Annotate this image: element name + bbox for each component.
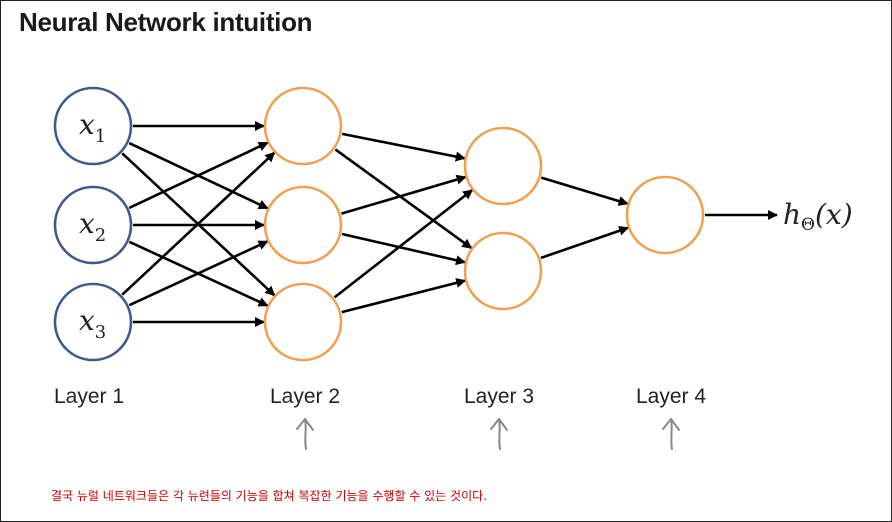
caption-note: 결국 뉴럴 네트워크들은 각 뉴련들의 기능을 합쳐 복잡한 기능을 수행할 수… (51, 489, 487, 503)
edge-l3n2-l4n1 (540, 225, 630, 260)
edge-l1n3-l2n2 (128, 240, 269, 307)
input-node-2 (53, 185, 133, 265)
edge-l1n2-l2n1 (128, 141, 269, 210)
edge-l2n3-l3n2 (341, 278, 467, 314)
layer4-node-1 (625, 175, 705, 255)
annotation-arrow-layer-3 (490, 418, 508, 450)
layer2-node-1 (263, 86, 343, 166)
output-label: hΘ(x) (783, 198, 853, 235)
layer3-node-1 (463, 126, 543, 206)
input-node-1 (53, 86, 133, 166)
edge-l1n3-l2n1 (121, 151, 276, 296)
edge-l2n3-l3n1 (333, 188, 474, 299)
layer2-node-2 (263, 185, 343, 265)
slide-title: Neural Network intuition (19, 7, 313, 37)
network-nodes (53, 86, 705, 362)
layer3-node-2 (463, 231, 543, 311)
network-edges (121, 121, 778, 327)
edge-l2n2-l3n2 (341, 232, 466, 266)
input-node-3 (53, 282, 133, 362)
layer-label-3: Layer 3 (464, 385, 534, 408)
layer2-node-3 (263, 282, 343, 362)
layer-label-2: Layer 2 (270, 385, 340, 408)
edge-l2n2-l3n1 (340, 174, 467, 215)
annotation-arrow-layer-4 (662, 418, 680, 450)
edge-l3n1-l4n1 (540, 176, 629, 206)
edge-l2n1-l3n2 (334, 148, 473, 250)
edge-l2n1-l3n1 (341, 132, 466, 162)
layer-label-4: Layer 4 (636, 385, 706, 408)
layer-label-1: Layer 1 (54, 385, 124, 408)
annotation-arrow-layer-2 (296, 418, 314, 450)
annotation-arrows (296, 418, 680, 450)
